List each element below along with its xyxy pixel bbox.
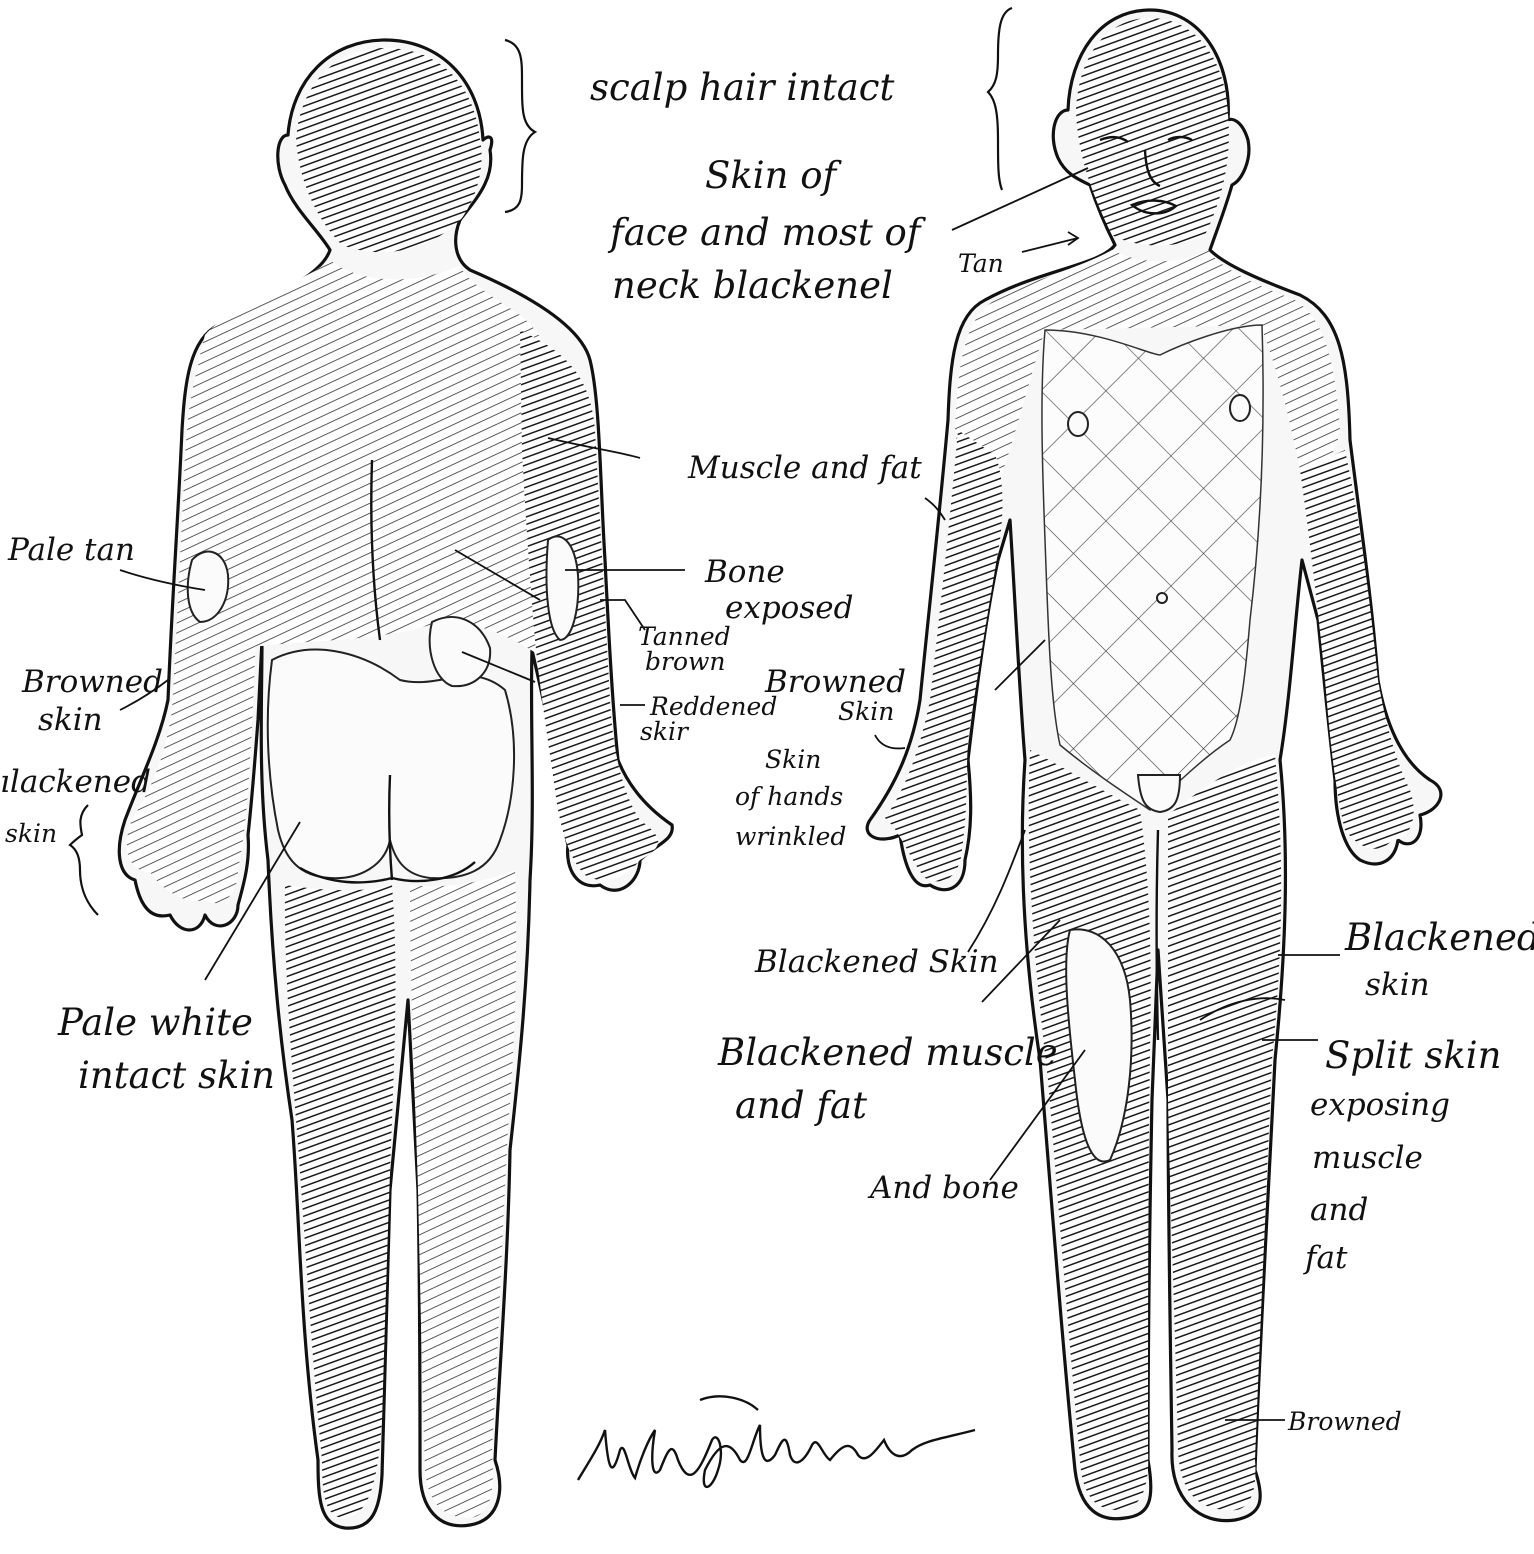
- label-reddened-line2: skir: [640, 717, 690, 746]
- label-muscle-fat: Muscle and fat: [687, 450, 922, 486]
- front-left-nipple: [1230, 395, 1250, 421]
- label-split-line2: exposing: [1310, 1087, 1450, 1123]
- label-split-line1: Split skin: [1325, 1034, 1501, 1077]
- label-scalp-hair: scalp hair intact: [590, 66, 895, 109]
- label-face-line3: neck blackenel: [612, 264, 893, 307]
- label-and-bone: And bone: [867, 1170, 1019, 1206]
- label-split-line3: muscle: [1312, 1140, 1423, 1176]
- label-blackened-muscle-line1: Blackened muscle: [717, 1031, 1058, 1074]
- label-hands-line3: wrinkled: [735, 822, 846, 851]
- label-pale-tan: Pale tan: [7, 532, 135, 568]
- label-pale-white-line1: Pale white: [57, 1001, 253, 1044]
- label-browned-back-line1: Browned: [21, 664, 163, 700]
- label-tan: Tan: [958, 249, 1004, 278]
- label-blackened-left-line1: ılackened: [0, 764, 151, 800]
- leader-blackened-skin-mid: [968, 830, 1025, 952]
- label-bone-line1: Bone: [704, 554, 785, 590]
- signature-underline: [700, 1396, 758, 1410]
- signature-stroke: [578, 1425, 975, 1487]
- label-browned-mid-line2: Skin: [838, 697, 894, 726]
- front-right-nipple: [1068, 412, 1088, 436]
- label-browned-mid-line1: Browned: [764, 664, 906, 700]
- examiner-signature: [578, 1396, 975, 1487]
- front-chest-abdomen-crosshatch: [1042, 325, 1263, 810]
- label-tanned-line2: brown: [645, 647, 726, 676]
- label-blackened-skin-mid: Blackened Skin: [754, 944, 999, 980]
- blackened-left-brace: [70, 805, 98, 915]
- label-blackened-right-line1: Blackened: [1344, 916, 1534, 959]
- back-scalp-hair-shading: [296, 48, 482, 252]
- front-view-figure: [867, 10, 1441, 1521]
- label-face-line1: Skin of: [705, 154, 842, 197]
- leader-face: [952, 168, 1088, 230]
- label-bone-line2: exposed: [725, 590, 853, 626]
- back-exposed-bone-patch: [547, 536, 579, 640]
- leader-tan: [1022, 232, 1078, 252]
- label-browned-back-line2: skin: [38, 702, 103, 738]
- label-blackened-muscle-line2: and fat: [735, 1084, 867, 1127]
- front-navel: [1157, 593, 1167, 603]
- label-split-line4: and: [1310, 1192, 1368, 1228]
- label-hands-line2: of hands: [735, 782, 843, 811]
- front-inner-thigh-line: [1157, 830, 1159, 1040]
- label-hands-line1: Skin: [765, 745, 821, 774]
- label-blackened-left-line2: skin: [5, 819, 57, 848]
- label-blackened-right-line2: skin: [1365, 967, 1430, 1003]
- label-face-line2: face and most of: [607, 211, 927, 254]
- scalp-brace-right: [988, 8, 1012, 190]
- scalp-brace-left: [505, 40, 535, 212]
- label-pale-white-line2: intact skin: [78, 1054, 275, 1097]
- label-split-line5: fat: [1303, 1240, 1348, 1276]
- label-browned-foot: Browned: [1287, 1407, 1402, 1436]
- front-left-leg-shading: [1168, 755, 1281, 1510]
- back-right-leg-shading: [410, 870, 516, 1518]
- back-view-figure: [119, 40, 672, 1528]
